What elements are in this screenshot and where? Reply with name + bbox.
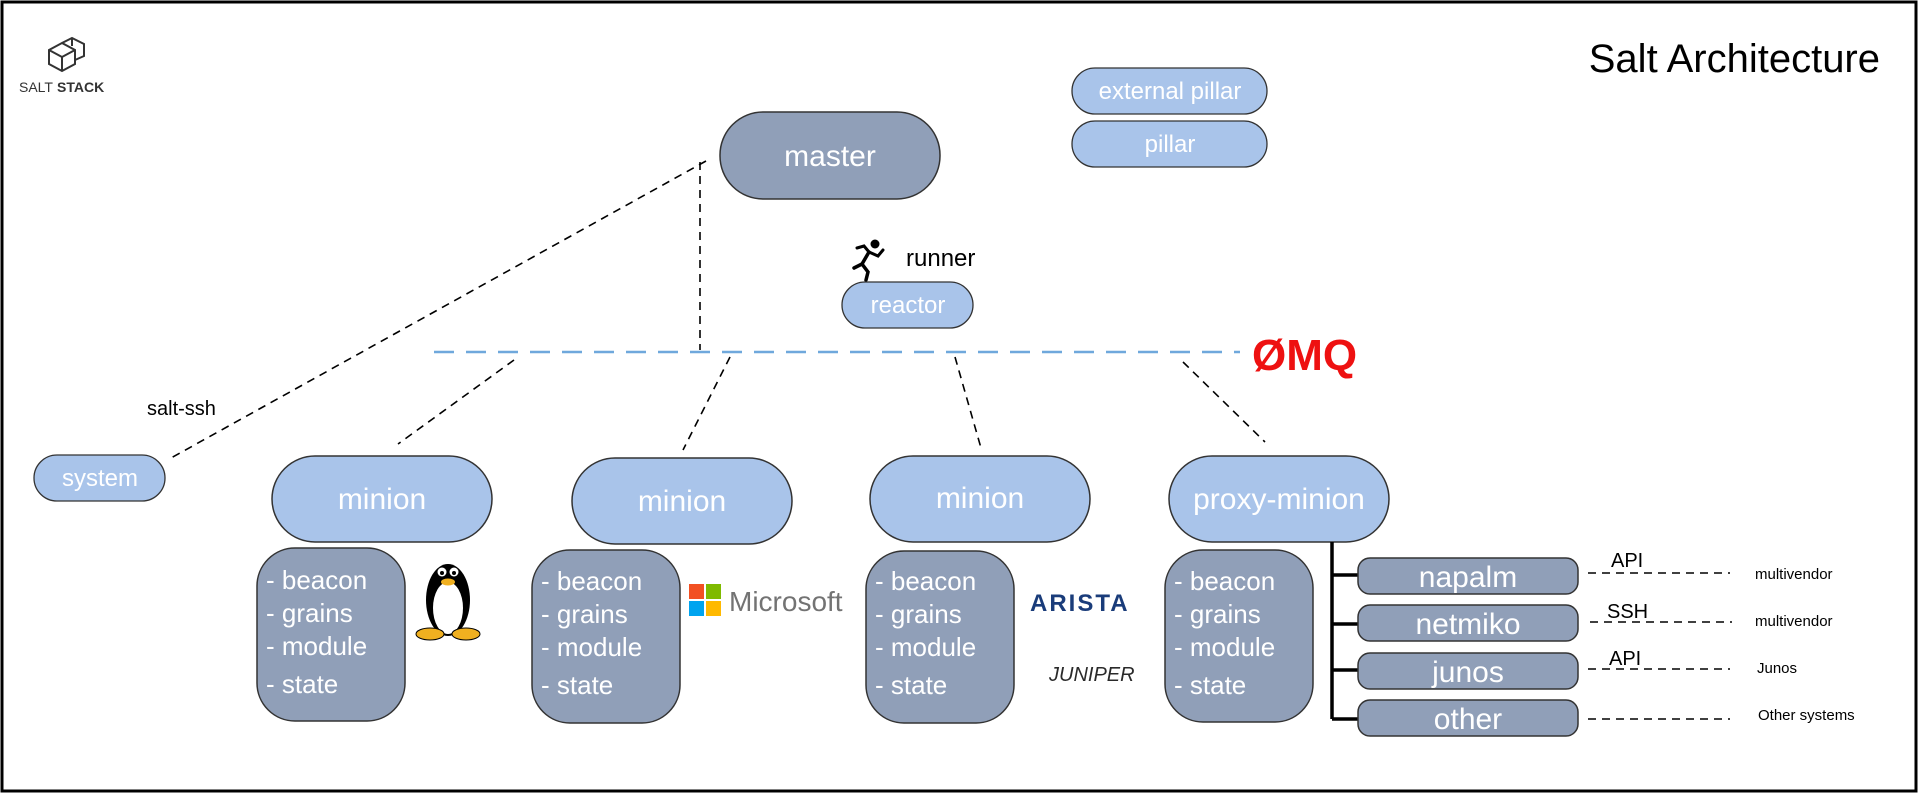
- zeromq-label: ØMQ: [1252, 331, 1357, 380]
- module-item: - module: [875, 632, 976, 662]
- external-pillar-box: [1071, 67, 1268, 115]
- module-item: - state: [875, 670, 947, 700]
- system-node[interactable]: system: [33, 454, 166, 502]
- system-label: system: [62, 465, 138, 492]
- minion-1-link: [397, 359, 515, 445]
- other-box: [1357, 699, 1579, 737]
- salt-ssh-label: salt-ssh: [147, 398, 216, 420]
- napalm-protocol: API: [1611, 550, 1643, 572]
- napalm-label: napalm: [1419, 561, 1517, 594]
- saltstack-logo: SALT STACK: [19, 36, 104, 95]
- minion-box: [571, 457, 793, 545]
- diagram-title: Salt Architecture: [1589, 37, 1880, 81]
- connection-lines: [170, 160, 1732, 720]
- master-box: [719, 111, 941, 200]
- module-item: - grains: [266, 598, 353, 628]
- reactor-box: [841, 281, 974, 329]
- modules-box: [1164, 549, 1314, 723]
- minion-linux-modules: - beacon - grains - module - state: [256, 547, 406, 722]
- minion-linux[interactable]: minion: [271, 455, 493, 543]
- pillar-box: [1071, 120, 1268, 168]
- other-target: Other systems: [1758, 707, 1855, 724]
- minion-windows[interactable]: minion: [571, 457, 793, 545]
- module-item: - beacon: [1174, 566, 1275, 596]
- junos-label: junos: [1431, 656, 1504, 689]
- pillar-label: pillar: [1145, 131, 1196, 158]
- junos-module[interactable]: junos: [1357, 652, 1579, 690]
- reactor-label: reactor: [871, 292, 946, 319]
- netmiko-target: multivendor: [1755, 613, 1833, 630]
- runner-label: runner: [906, 245, 975, 272]
- junos-target: Junos: [1757, 660, 1797, 677]
- napalm-module[interactable]: napalm: [1357, 557, 1579, 595]
- module-item: - beacon: [266, 565, 367, 595]
- module-item: - module: [1174, 632, 1275, 662]
- netmiko-protocol: SSH: [1607, 601, 1648, 623]
- proxy-minion-box: [1168, 455, 1390, 543]
- minion-windows-modules: - beacon - grains - module - state: [531, 549, 681, 724]
- arista-logo: ARISTA: [1030, 590, 1130, 617]
- external-pillar-node[interactable]: external pillar: [1071, 67, 1268, 115]
- module-item: - grains: [875, 599, 962, 629]
- napalm-box: [1357, 557, 1579, 595]
- netmiko-module[interactable]: netmiko: [1357, 604, 1579, 642]
- minion-label: minion: [638, 485, 726, 518]
- proxy-minion-link: [1182, 361, 1266, 443]
- proxy-minion-modules: - beacon - grains - module - state: [1164, 549, 1314, 723]
- module-item: - state: [541, 670, 613, 700]
- microsoft-wordmark: Microsoft: [729, 586, 843, 617]
- proxy-minion-label: proxy-minion: [1193, 483, 1365, 516]
- master-node[interactable]: master: [719, 111, 941, 200]
- netmiko-box: [1357, 604, 1579, 642]
- boxes-icon: [48, 36, 85, 73]
- modules-box: [256, 547, 406, 722]
- proxy-tree: [1330, 542, 1358, 721]
- microsoft-logo-icon: Microsoft: [689, 584, 843, 617]
- modules-box: [531, 549, 681, 724]
- system-box: [33, 454, 166, 502]
- juniper-logo: JUNIPER: [1048, 664, 1135, 686]
- logo-text-light: SALT: [19, 79, 53, 95]
- junos-box: [1357, 652, 1579, 690]
- running-person-icon: [852, 239, 885, 282]
- napalm-target: multivendor: [1755, 566, 1833, 583]
- module-item: - grains: [1174, 599, 1261, 629]
- module-item: - state: [266, 669, 338, 699]
- minion-2-link: [682, 356, 731, 451]
- module-item: - beacon: [541, 566, 642, 596]
- minion-box: [271, 455, 493, 543]
- pillar-node[interactable]: pillar: [1071, 120, 1268, 168]
- module-item: - beacon: [875, 566, 976, 596]
- other-module[interactable]: other: [1357, 699, 1579, 737]
- logo-text-bold: STACK: [57, 79, 104, 95]
- minion-label: minion: [338, 483, 426, 516]
- other-label: other: [1434, 703, 1502, 736]
- modules-box: [865, 550, 1015, 724]
- netmiko-label: netmiko: [1415, 608, 1520, 641]
- minion-3-link: [954, 356, 982, 449]
- minion-label: minion: [936, 482, 1024, 515]
- proxy-minion-node[interactable]: proxy-minion: [1168, 455, 1390, 543]
- module-item: - module: [266, 631, 367, 661]
- minion-network[interactable]: minion: [869, 455, 1091, 543]
- tux-icon: [415, 564, 481, 641]
- external-pillar-label: external pillar: [1099, 78, 1242, 105]
- junos-protocol: API: [1609, 648, 1641, 670]
- minion-network-modules: - beacon - grains - module - state: [865, 550, 1015, 724]
- module-item: - module: [541, 632, 642, 662]
- module-item: - grains: [541, 599, 628, 629]
- salt-ssh-link: [170, 160, 707, 459]
- master-label: master: [784, 140, 876, 173]
- module-item: - state: [1174, 670, 1246, 700]
- reactor-node[interactable]: reactor: [841, 281, 974, 329]
- minion-box: [869, 455, 1091, 543]
